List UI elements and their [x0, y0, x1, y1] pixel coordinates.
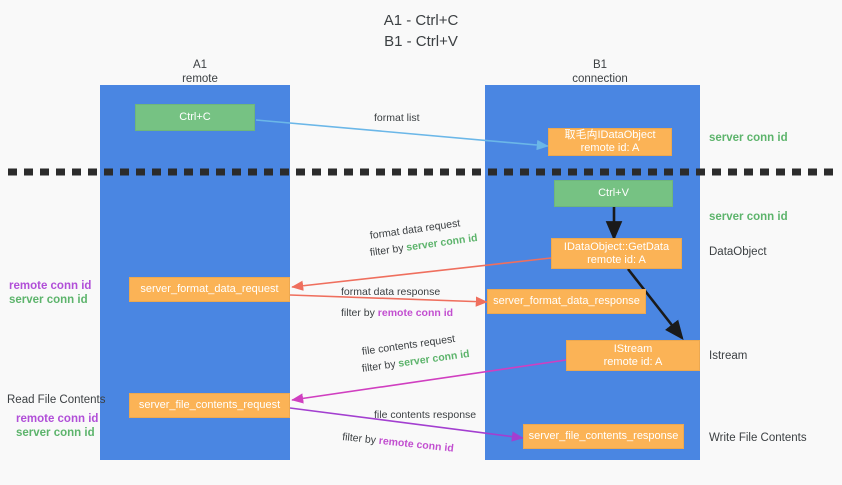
title-line-2: B1 - Ctrl+V — [384, 33, 458, 50]
edge-label-file-contents-response-filter: filter by remote conn id — [342, 430, 476, 458]
right-label-write-file-contents: Write File Contents — [709, 432, 807, 444]
title-line-1: A1 - Ctrl+C — [383, 12, 459, 29]
edge-label-format-list: format list — [374, 112, 420, 124]
filter-value-4: remote conn id — [378, 434, 455, 455]
edge-label-format-data-response: format data response filter by remote co… — [341, 285, 453, 320]
node-ctrl-c-label: Ctrl+C — [179, 111, 211, 123]
lane-header-a1-name: A1 — [192, 59, 208, 71]
lane-header-b1-name: B1 — [592, 59, 608, 71]
node-getdata[interactable]: IDataObject::GetData remote id: A — [551, 238, 682, 269]
lane-header-a1-sub: remote — [182, 73, 218, 85]
node-server-file-contents-request[interactable]: server_file_contents_request — [129, 393, 290, 418]
edge-label-format-data-request: format data request filter by server con… — [369, 217, 478, 260]
node-istream[interactable]: IStream remote id: A — [566, 340, 700, 371]
lane-header-b1: B1 connection — [535, 58, 665, 86]
left-label-remote-conn-id-2: remote conn id — [16, 413, 99, 425]
lane-header-a1: A1 remote — [140, 58, 260, 86]
left-label-server-conn-id-2: server conn id — [16, 427, 95, 439]
node-istream-line1: IStream — [613, 342, 653, 355]
node-ctrl-v[interactable]: Ctrl+V — [554, 180, 673, 207]
edge-label-format-data-response-filter: filter by remote conn id — [341, 306, 453, 320]
right-label-dataobject: DataObject — [709, 246, 767, 258]
filter-value-2: remote conn id — [377, 307, 454, 319]
node-istream-line2: remote id: A — [603, 355, 663, 368]
node-server-file-contents-response-label: server_file_contents_response — [528, 430, 679, 442]
left-label-server-conn-id-1: server conn id — [9, 294, 88, 306]
node-getdata-line1: IDataObject::GetData — [563, 240, 670, 253]
node-server-file-contents-response[interactable]: server_file_contents_response — [523, 424, 684, 449]
node-idataobject[interactable]: 取⽑⽱IDataObject remote id: A — [548, 128, 672, 156]
filter-prefix-2: filter by — [341, 307, 375, 319]
lane-header-b1-sub: connection — [572, 73, 628, 85]
left-label-read-file-contents: Read File Contents — [7, 394, 106, 406]
node-server-format-data-request[interactable]: server_format_data_request — [129, 277, 290, 302]
right-label-server-conn-id-2: server conn id — [709, 211, 788, 223]
node-idataobject-line2: remote id: A — [580, 142, 640, 154]
filter-prefix-3: filter by — [361, 358, 397, 375]
edge-label-file-contents-response-text: file contents response — [374, 409, 477, 421]
node-ctrl-c[interactable]: Ctrl+C — [135, 104, 255, 131]
node-server-format-data-response-label: server_format_data_response — [493, 295, 640, 307]
node-idataobject-line1: 取⽑⽱IDataObject — [564, 129, 656, 141]
node-server-format-data-response[interactable]: server_format_data_response — [487, 289, 646, 314]
node-server-format-data-request-label: server_format_data_request — [140, 283, 279, 295]
node-ctrl-v-label: Ctrl+V — [598, 187, 629, 199]
filter-prefix-1: filter by — [369, 242, 405, 259]
edge-label-file-contents-response: file contents response filter by remote … — [342, 408, 477, 455]
page-title: A1 - Ctrl+C B1 - Ctrl+V — [0, 10, 842, 52]
node-getdata-line2: remote id: A — [587, 253, 646, 266]
left-label-remote-conn-id-1: remote conn id — [9, 280, 92, 292]
edge-label-file-contents-request: file contents request filter by server c… — [361, 333, 470, 376]
edge-label-format-data-response-text: format data response — [341, 286, 441, 298]
right-label-istream: Istream — [709, 350, 748, 362]
filter-prefix-4: filter by — [341, 430, 377, 447]
node-server-file-contents-request-label: server_file_contents_request — [138, 399, 281, 411]
right-label-server-conn-id-1: server conn id — [709, 132, 788, 144]
